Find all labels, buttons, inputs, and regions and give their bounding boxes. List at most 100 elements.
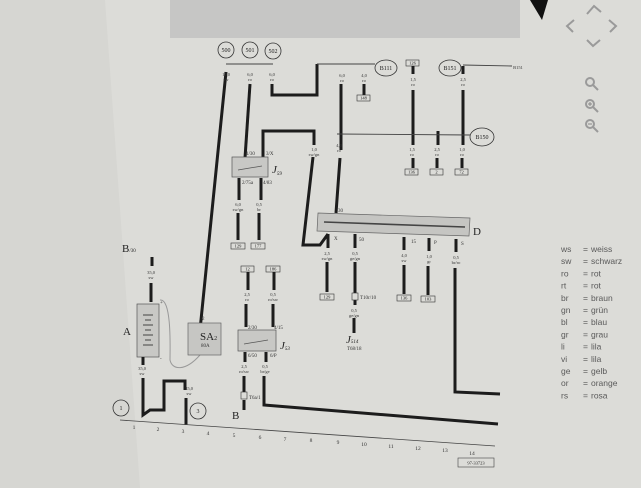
svg-text:ro: ro: [460, 152, 464, 157]
legend-row: ge=gelb: [561, 366, 607, 376]
svg-text:2,5: 2,5: [460, 77, 466, 83]
wire-b30: [149, 257, 154, 302]
svg-text:T10r/10: T10r/10: [360, 296, 377, 301]
svg-text:+: +: [160, 301, 163, 306]
reference-number: 97-33723: [457, 457, 495, 468]
svg-text:35,0: 35,0: [138, 366, 147, 372]
pan-up-icon[interactable]: [586, 4, 602, 15]
wire-501: [243, 83, 252, 159]
svg-text:6/P: 6/P: [270, 354, 277, 359]
zoom-in-icon[interactable]: [585, 99, 599, 113]
svg-text:35,0: 35,0: [185, 386, 194, 392]
legend-name: rot: [591, 268, 602, 278]
legend-row: ws =weiss: [560, 244, 612, 254]
tick-9: 9: [337, 440, 340, 446]
svg-text:gr: gr: [427, 259, 431, 264]
svg-text:J514: J514: [346, 334, 359, 346]
svg-text:ge/gn: ge/gn: [350, 256, 361, 261]
pan-left-icon[interactable]: [565, 19, 575, 33]
tick-14: 14: [469, 451, 475, 457]
svg-text:X: X: [334, 237, 338, 242]
legend-row: rs=rosa: [561, 390, 608, 400]
legend-name: weiss: [590, 244, 612, 254]
svg-text:2,5: 2,5: [241, 364, 247, 370]
svg-text:ro: ro: [411, 82, 415, 87]
svg-text:A: A: [123, 326, 131, 338]
tick-8: 8: [310, 438, 313, 444]
svg-text:T6a/1: T6a/1: [249, 396, 261, 401]
svg-text:10,0: 10,0: [222, 72, 231, 78]
svg-text:6,0: 6,0: [269, 72, 275, 78]
svg-text:2,5: 2,5: [434, 147, 440, 153]
svg-text:136: 136: [401, 296, 409, 301]
current-track-axis: [119, 419, 496, 447]
legend-code: vi: [561, 354, 567, 364]
svg-text:T68/18: T68/18: [347, 347, 362, 352]
svg-text:4,0: 4,0: [401, 253, 407, 259]
svg-text:35,0: 35,0: [147, 270, 156, 276]
legend-row: rt=rot: [561, 281, 602, 291]
zoom-icon[interactable]: [585, 77, 599, 91]
wire-258: [257, 178, 263, 240]
svg-text:1,0: 1,0: [426, 254, 432, 260]
b151-ref: B151: [513, 65, 523, 70]
legend-code: ws: [560, 244, 571, 254]
svg-text:4/83: 4/83: [263, 181, 272, 186]
wire-j59-x: [261, 129, 330, 247]
svg-text:1: 1: [120, 406, 123, 412]
svg-text:SA2: SA2: [200, 331, 217, 343]
pan-down-icon[interactable]: [586, 39, 601, 48]
legend-row: or=orange: [561, 378, 618, 388]
svg-text:72: 72: [459, 170, 464, 175]
svg-text:6,0: 6,0: [247, 72, 253, 78]
corner-shadow: [530, 0, 548, 20]
zoom-out-icon[interactable]: [585, 119, 599, 133]
svg-text:2/30: 2/30: [248, 326, 257, 331]
legend-eq: =: [583, 293, 588, 303]
svg-text:0,5: 0,5: [256, 202, 262, 208]
tick-12: 12: [415, 446, 421, 452]
legend-code: rs: [561, 390, 568, 400]
wire-502: [270, 64, 319, 97]
svg-text:sw: sw: [186, 391, 192, 396]
legend-eq: =: [583, 305, 588, 315]
wire-273: [271, 272, 276, 327]
node-501: 501: [241, 41, 259, 59]
svg-text:sw/gn: sw/gn: [309, 152, 321, 157]
tick-3: 3: [182, 429, 185, 435]
legend-name: lila: [591, 342, 602, 352]
legend-row: ro=rot: [561, 268, 602, 278]
svg-text:ge/gn: ge/gn: [349, 313, 360, 318]
connector-t10: T10r/10: [351, 292, 377, 301]
legend-eq: =: [583, 281, 588, 291]
legend-eq: =: [583, 317, 588, 327]
wire-263: [262, 352, 499, 426]
svg-text:-: -: [160, 357, 162, 362]
svg-text:br/ge: br/ge: [260, 369, 269, 374]
svg-text:0,5: 0,5: [352, 251, 358, 257]
box-103: 103: [420, 295, 436, 303]
box-148: 148: [356, 94, 371, 102]
svg-text:ro: ro: [461, 82, 465, 87]
svg-text:ro: ro: [270, 77, 274, 82]
svg-text:50: 50: [359, 238, 365, 243]
tick-4: 4: [207, 431, 210, 437]
svg-text:502: 502: [269, 49, 278, 55]
legend-row: gr=grau: [561, 329, 608, 339]
svg-text:sw/gn: sw/gn: [322, 256, 334, 261]
legend-row: sw=schwarz: [561, 256, 622, 266]
pan-right-icon[interactable]: [608, 19, 618, 33]
legend-code: bl: [561, 317, 568, 327]
svg-text:sw: sw: [139, 371, 145, 376]
b30-label: B/30: [122, 243, 136, 255]
box-129-left: 129: [230, 242, 246, 250]
legend-eq: =: [583, 329, 588, 339]
svg-text:126: 126: [409, 61, 417, 66]
svg-text:sw/gn: sw/gn: [233, 207, 245, 212]
legend-eq: =: [583, 244, 588, 254]
svg-text:177: 177: [255, 244, 263, 249]
legend-name: grün: [591, 305, 608, 315]
svg-text:103: 103: [425, 297, 433, 302]
